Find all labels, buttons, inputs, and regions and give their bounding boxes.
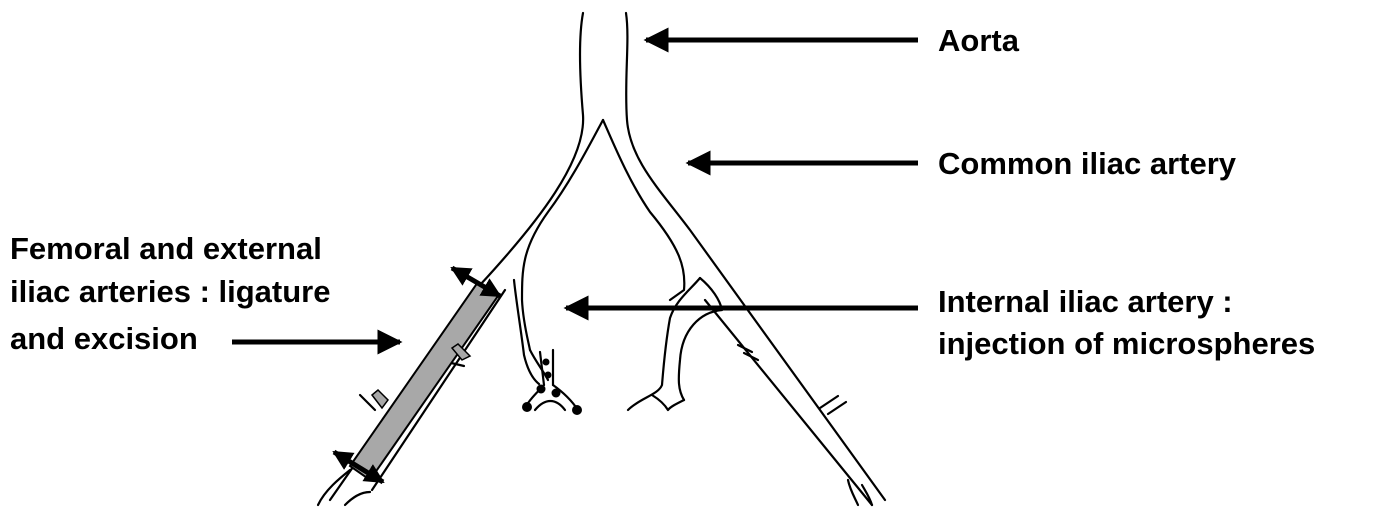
aorta-right-wall xyxy=(626,13,885,500)
femoral-label-line1: Femoral and external xyxy=(10,230,322,267)
right-side-branch-b xyxy=(820,396,846,414)
femoral-label-line2: iliac arteries : ligature xyxy=(10,273,330,310)
excised-segment xyxy=(350,282,498,480)
excised-side-branch-2 xyxy=(372,390,388,408)
right-inner-wall xyxy=(603,120,684,300)
right-internal-iliac-outer xyxy=(628,278,700,410)
aorta-left-wall xyxy=(330,13,583,500)
common-iliac-label: Common iliac artery xyxy=(938,145,1236,182)
femoral-label-line3: and excision xyxy=(10,320,198,357)
right-internal-iliac-inner xyxy=(679,278,722,400)
internal-iliac-label-line1: Internal iliac artery : xyxy=(938,283,1233,320)
aorta-label: Aorta xyxy=(938,22,1019,59)
left-inner-wall xyxy=(522,120,603,350)
left-external-inner xyxy=(372,290,505,490)
left-internal-iliac-fork-base xyxy=(535,401,565,410)
left-side-branch-b xyxy=(360,395,375,410)
right-internal-iliac-fork xyxy=(652,395,684,410)
internal-iliac-label-line2: injection of microspheres xyxy=(938,325,1315,362)
